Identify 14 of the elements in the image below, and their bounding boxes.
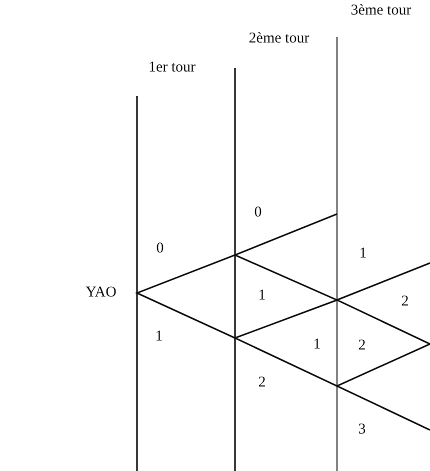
branch-number: 1 (258, 288, 266, 304)
branch-number: 1 (155, 330, 163, 344)
round-label: YAO (86, 286, 116, 300)
branch-number: 2 (401, 294, 409, 310)
branch-number: 3 (358, 422, 366, 438)
branch-number: 2 (258, 376, 266, 390)
branch-number: 1 (359, 246, 367, 262)
round-label: 1er tour (148, 60, 196, 76)
round-label: 2ème tour (248, 32, 310, 46)
branch-number: 0 (156, 242, 164, 256)
branch-number: 2 (358, 338, 366, 354)
round-label: 3ème tour (350, 4, 412, 18)
branch-number: 0 (254, 206, 262, 220)
branch-number: 1 (313, 338, 321, 352)
